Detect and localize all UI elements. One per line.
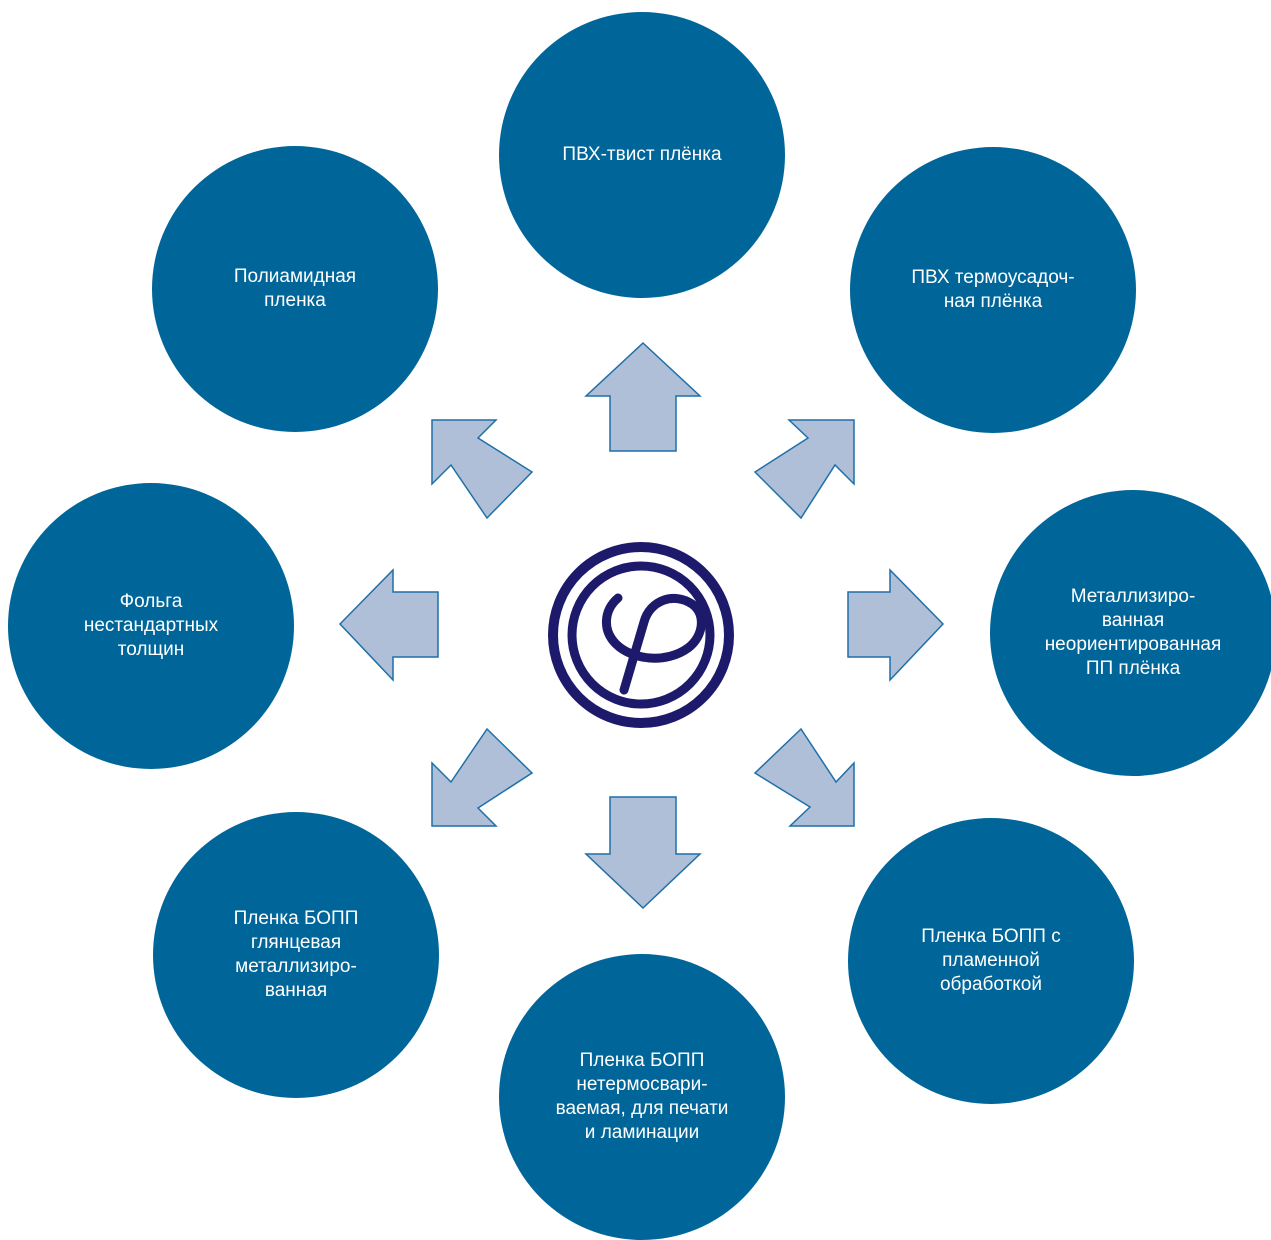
arrow-right — [847, 568, 945, 682]
node-pvh-shrink: ПВХ термоусадоч- ная плёнка — [850, 147, 1136, 433]
node-foil: Фольга нестандартных толщин — [8, 483, 294, 769]
node-pvh-twist: ПВХ-твист плёнка — [499, 12, 785, 298]
node-label: Пленка БОПП глянцевая металлизиро- ванна… — [233, 908, 359, 1001]
node-bopp-nonseal: Пленка БОПП нетермосвари- ваемая, для пе… — [499, 954, 785, 1240]
arrow-up — [584, 341, 702, 452]
node-polyamide: Полиамидная пленка — [152, 146, 438, 432]
node-bopp-gloss-metal: Пленка БОПП глянцевая металлизиро- ванна… — [153, 812, 439, 1098]
arrow-left — [338, 568, 439, 682]
e-letter-logo-icon — [548, 542, 734, 728]
node-bopp-flame: Пленка БОПП с пламенной обработкой — [848, 818, 1134, 1104]
arrow-down — [584, 796, 702, 910]
node-label: ПВХ термоусадоч- ная плёнка — [911, 267, 1075, 312]
arrow-down-left — [431, 727, 534, 827]
node-label: Металлизиро- ванная неориентированная ПП… — [1044, 586, 1222, 679]
node-label: Полиамидная пленка — [233, 266, 357, 311]
arrow-up-right — [753, 419, 855, 520]
arrow-down-right — [753, 727, 855, 827]
node-label: Фольга нестандартных толщин — [83, 591, 219, 660]
node-label: Пленка БОПП с пламенной обработкой — [921, 926, 1061, 995]
node-metallized-cpp: Металлизиро- ванная неориентированная ПП… — [990, 490, 1271, 776]
arrow-up-left — [431, 419, 534, 520]
node-label: ПВХ-твист плёнка — [562, 144, 722, 165]
node-label: Пленка БОПП нетермосвари- ваемая, для пе… — [555, 1050, 729, 1143]
